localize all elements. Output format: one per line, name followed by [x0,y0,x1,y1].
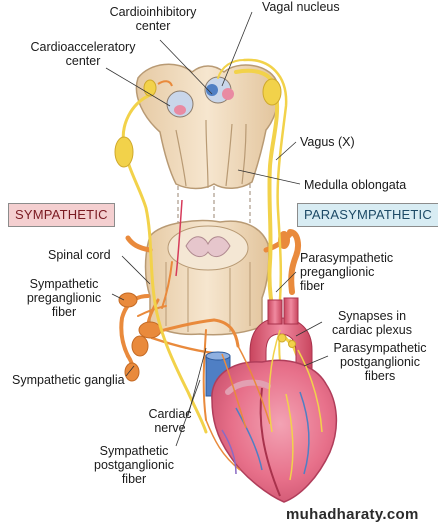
watermark: muhadharaty.com [286,506,419,523]
para-pre-line3: fiber [300,279,325,293]
sympathetic-ganglia-label: Sympathetic ganglia [12,373,125,387]
synapses-line1: Synapses in [337,309,407,323]
symp-pre-line3: fiber [51,305,77,319]
para-post-line1: Parasympathetic [333,341,427,355]
cardioacceleratory-line2: center [65,54,101,68]
parasympathetic-preganglionic-label: Parasympathetic preganglionic fiber [300,251,393,293]
spinal-cord-label: Spinal cord [48,248,111,262]
cardiac-plexus [277,333,296,348]
sympathetic-postganglionic-label: Sympathetic postganglionic fiber [84,444,184,486]
cardioacceleratory-line1: Cardioacceleratory [30,40,136,54]
sympathetic-preganglionic-fiber [175,199,183,277]
symp-post-line3: fiber [121,472,147,486]
cardiac-nerve-line1: Cardiac [148,407,192,421]
sympathetic-ganglia [118,292,162,382]
synapses-label: Synapses in cardiac plexus [322,309,422,337]
medulla-oblongata-label: Medulla oblongata [304,178,407,192]
symp-pre-line2: preganglionic [26,291,102,305]
vagus-label: Vagus (X) [300,135,355,149]
parasympathetic-box: PARASYMPATHETIC [297,203,438,227]
cardiac-nerve-line2: nerve [154,421,186,435]
cardioinhibitory-line2: center [135,19,171,33]
synapses-line2: cardiac plexus [332,323,412,337]
para-pre-line1: Parasympathetic [300,251,394,265]
heart [205,329,338,503]
cardiac-nerve-label: Cardiac nerve [140,407,200,435]
sympathetic-box: SYMPATHETIC [8,203,115,227]
leader-lines [105,11,329,447]
symp-post-line1: Sympathetic [99,444,169,458]
symp-pre-line1: Sympathetic [29,277,99,291]
cardioinhibitory-line1: Cardioinhibitory [109,5,197,19]
para-pre-line2: preganglionic [300,265,375,279]
sympathetic-preganglionic-label: Sympathetic preganglionic fiber [12,277,116,319]
parasympathetic-postganglionic-label: Parasympathetic postganglionic fibers [328,341,432,383]
medulla-oblongata [135,63,280,190]
symp-post-line2: postganglionic [94,458,174,472]
cardioinhibitory-center-label: Cardioinhibitory center [98,5,208,33]
vagal-nucleus-label: Vagal nucleus [262,0,340,14]
para-post-line3: fibers [364,369,396,383]
cardioacceleratory-center-label: Cardioacceleratory center [24,40,142,68]
para-post-line2: postganglionic [340,355,420,369]
